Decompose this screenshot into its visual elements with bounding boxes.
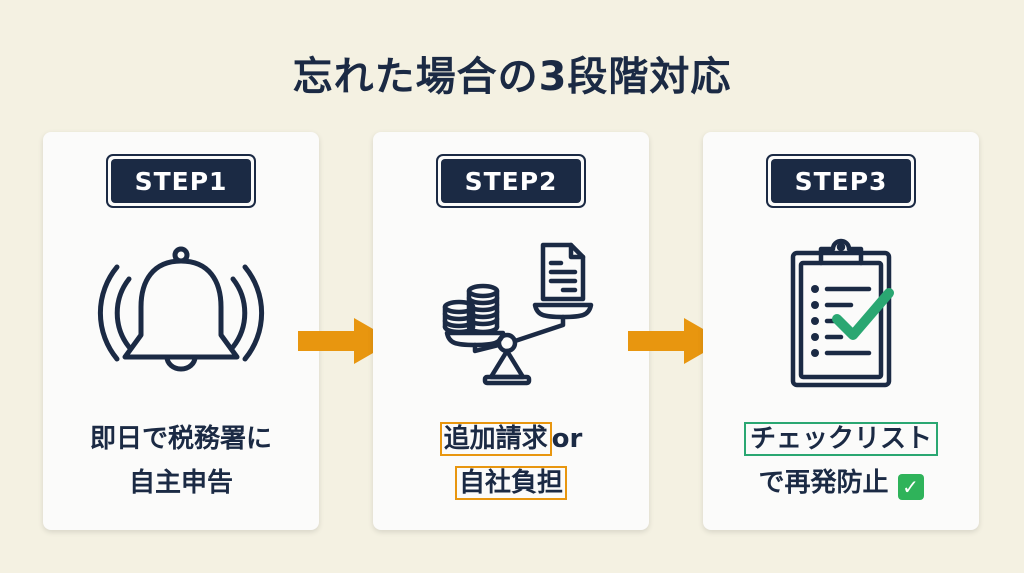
clipboard-checklist-icon [790, 238, 894, 388]
step1-badge-label: STEP1 [111, 159, 251, 203]
arrow-right-icon [628, 318, 724, 364]
step2-highlight-self-burden: 自社負担 [454, 466, 567, 500]
step3-description: チェックリスト で再発防止 ✓ [703, 417, 979, 505]
balance-scale-coins-document-icon [442, 242, 594, 386]
step2-highlight-additional-claim: 追加請求 [439, 422, 552, 456]
page-title: 忘れた場合の3段階対応 [292, 54, 732, 100]
step1-line1: 即日で税務署に [89, 424, 272, 454]
step1-card: STEP1 即日で税務署に 自主申告 [43, 132, 319, 530]
step2-or: or [551, 424, 583, 454]
check-mark-icon: ✓ [897, 474, 924, 500]
step3-badge-label: STEP3 [771, 159, 911, 203]
step1-badge: STEP1 [106, 154, 256, 208]
step1-line2: 自主申告 [128, 468, 233, 498]
step3-card: STEP3 チェックリスト で再発防止 ✓ [703, 132, 979, 530]
step3-line2: で再発防止 [758, 468, 889, 498]
step3-highlight-checklist: チェックリスト [743, 422, 938, 456]
step2-badge-label: STEP2 [441, 159, 581, 203]
step1-description: 即日で税務署に 自主申告 [43, 417, 319, 505]
step2-badge: STEP2 [436, 154, 586, 208]
arrow-right-icon [298, 318, 394, 364]
step3-badge: STEP3 [766, 154, 916, 208]
ringing-bell-icon [97, 246, 265, 372]
